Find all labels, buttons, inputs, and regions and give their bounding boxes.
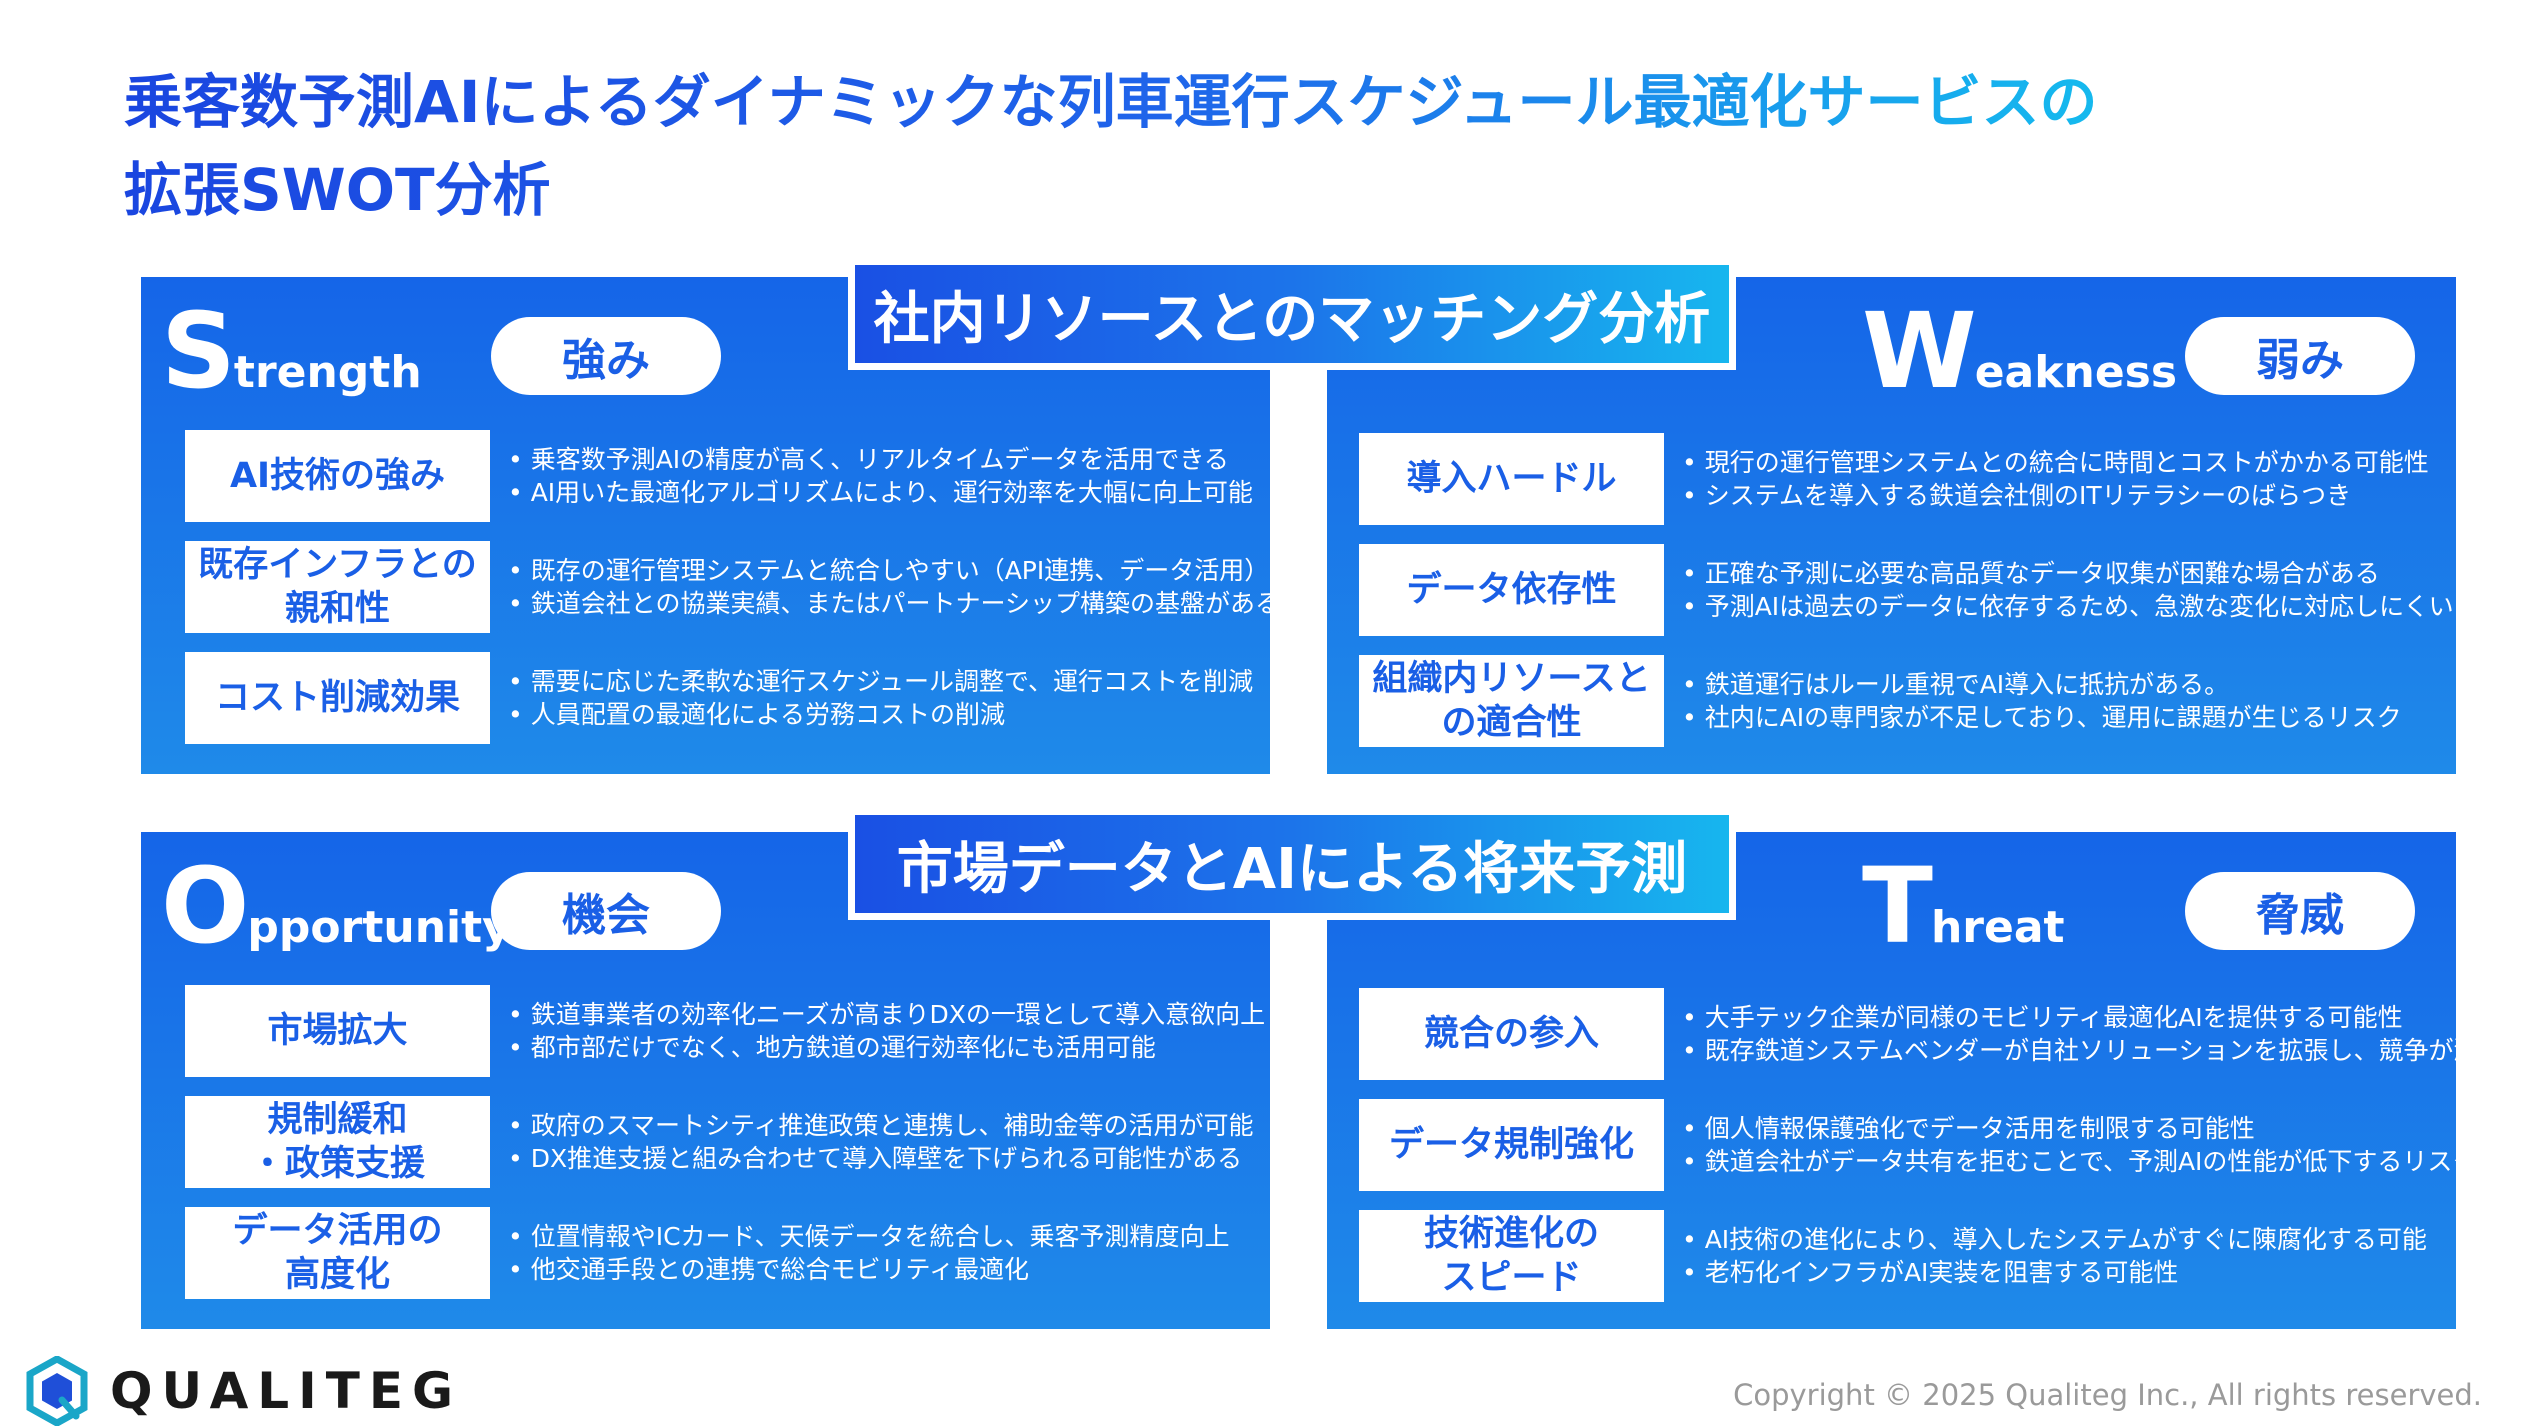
opportunity-row: 市場拡大 鉄道事業者の効率化ニーズが高まりDXの一環として導入意欲向上 都市部だ… [185, 985, 1265, 1077]
threat-items: 競合の参入 大手テック企業が同様のモビリティ最適化AIを提供する可能性 既存鉄道… [1359, 988, 2503, 1321]
page-title: 乗客数予測AIによるダイナミックな列車運行スケジュール最適化サービスの 拡張SW… [124, 58, 2424, 234]
bullet-text: 既存の運行管理システムと統合しやすい（API連携、データ活用） [508, 554, 1280, 587]
bullet-text: 政府のスマートシティ推進政策と連携し、補助金等の活用が可能 [508, 1109, 1254, 1142]
bullet-text: AI技術の進化により、導入したシステムがすぐに陳腐化する可能 [1682, 1223, 2427, 1256]
threat-label: 競合の参入 [1359, 988, 1664, 1080]
strength-row: AI技術の強み 乗客数予測AIの精度が高く、リアルタイムデータを活用できる AI… [185, 430, 1255, 522]
threat-bullets: 大手テック企業が同様のモビリティ最適化AIを提供する可能性 既存鉄道システムベン… [1682, 1001, 2504, 1067]
opportunity-pill: 機会 [491, 872, 721, 950]
weakness-label: 組織内リソースと の適合性 [1359, 655, 1664, 747]
opportunity-bullets: 政府のスマートシティ推進政策と連携し、補助金等の活用が可能 DX推進支援と組み合… [508, 1109, 1254, 1175]
bullet-text: 鉄道事業者の効率化ニーズが高まりDXの一環として導入意欲向上 [508, 998, 1265, 1031]
bullet-text: 都市部だけでなく、地方鉄道の運行効率化にも活用可能 [508, 1031, 1265, 1064]
opportunity-panel: Opportunity 機会 市場拡大 鉄道事業者の効率化ニーズが高まりDXの一… [141, 832, 1270, 1329]
strength-bullets: 乗客数予測AIの精度が高く、リアルタイムデータを活用できる AI用いた最適化アル… [508, 443, 1253, 509]
threat-bullets: AI技術の進化により、導入したシステムがすぐに陳腐化する可能 老朽化インフラがA… [1682, 1223, 2427, 1289]
bullet-text: 正確な予測に必要な高品質なデータ収集が困難な場合がある [1682, 557, 2454, 590]
company-logo: QUALITEG [26, 1356, 462, 1426]
bullet-text: 位置情報やICカード、天候データを統合し、乗客予測精度向上 [508, 1220, 1230, 1253]
strength-pill: 強み [491, 317, 721, 395]
strength-row: コスト削減効果 需要に応じた柔軟な運行スケジュール調整で、運行コストを削減 人員… [185, 652, 1255, 744]
bullet-text: システムを導入する鉄道会社側のITリテラシーのばらつき [1682, 479, 2429, 512]
threat-bullets: 個人情報保護強化でデータ活用を制限する可能性 鉄道会社がデータ共有を拒むことで、… [1682, 1112, 2478, 1178]
strength-heading: Strength [161, 290, 422, 412]
opportunity-label: 規制緩和 ・政策支援 [185, 1096, 490, 1188]
bullet-text: 需要に応じた柔軟な運行スケジュール調整で、運行コストを削減 [508, 665, 1253, 698]
bullet-text: 社内にAIの専門家が不足しており、運用に課題が生じるリスク [1682, 701, 2402, 734]
strength-label: 既存インフラとの 親和性 [185, 541, 490, 633]
opportunity-row: データ活用の 高度化 位置情報やICカード、天候データを統合し、乗客予測精度向上… [185, 1207, 1255, 1299]
opportunity-label: 市場拡大 [185, 985, 490, 1077]
weakness-bullets: 現行の運行管理システムとの統合に時間とコストがかかる可能性 システムを導入する鉄… [1682, 446, 2429, 512]
threat-label: 技術進化の スピード [1359, 1210, 1664, 1302]
bullet-text: 大手テック企業が同様のモビリティ最適化AIを提供する可能性 [1682, 1001, 2503, 1034]
strength-bullets: 需要に応じた柔軟な運行スケジュール調整で、運行コストを削減 人員配置の最適化によ… [508, 665, 1253, 731]
weakness-label: 導入ハードル [1359, 433, 1664, 525]
strength-label: コスト削減効果 [185, 652, 490, 744]
internal-analysis-banner: 社内リソースとのマッチング分析 [848, 258, 1736, 370]
bullet-text: 鉄道会社がデータ共有を拒むことで、予測AIの性能が低下するリスク [1682, 1145, 2478, 1178]
bullet-text: 乗客数予測AIの精度が高く、リアルタイムデータを活用できる [508, 443, 1253, 476]
bullet-text: 個人情報保護強化でデータ活用を制限する可能性 [1682, 1112, 2477, 1145]
bullet-text: 既存鉄道システムベンダーが自社ソリューションを拡張し、競争が激化 [1682, 1034, 2504, 1067]
opportunity-bullets: 位置情報やICカード、天候データを統合し、乗客予測精度向上 他交通手段との連携で… [508, 1220, 1230, 1286]
strength-bullets: 既存の運行管理システムと統合しやすい（API連携、データ活用） 鉄道会社との協業… [508, 554, 1280, 620]
weakness-row: データ依存性 正確な予測に必要な高品質なデータ収集が困難な場合がある 予測AIは… [1359, 544, 2454, 636]
threat-heading: Threat [1862, 845, 2065, 967]
bullet-text: 鉄道会社との協業実績、またはパートナーシップ構築の基盤がある [508, 587, 1280, 620]
strength-items: AI技術の強み 乗客数予測AIの精度が高く、リアルタイムデータを活用できる AI… [185, 430, 1280, 763]
strength-row: 既存インフラとの 親和性 既存の運行管理システムと統合しやすい（API連携、デー… [185, 541, 1280, 633]
bullet-text: 他交通手段との連携で総合モビリティ最適化 [508, 1253, 1230, 1286]
title-line-1: 乗客数予測AIによるダイナミックな列車運行スケジュール最適化サービスの [124, 68, 2098, 136]
threat-row: データ規制強化 個人情報保護強化でデータ活用を制限する可能性 鉄道会社がデータ共… [1359, 1099, 2477, 1191]
weakness-row: 導入ハードル 現行の運行管理システムとの統合に時間とコストがかかる可能性 システ… [1359, 433, 2429, 525]
bullet-text: DX推進支援と組み合わせて導入障壁を下げられる可能性がある [508, 1142, 1253, 1175]
copyright-text: Copyright © 2025 Qualiteg Inc., All righ… [1733, 1378, 2482, 1412]
weakness-bullets: 正確な予測に必要な高品質なデータ収集が困難な場合がある 予測AIは過去のデータに… [1682, 557, 2454, 623]
weakness-heading: Weakness [1862, 290, 2178, 412]
internal-analysis-banner-text: 社内リソースとのマッチング分析 [855, 265, 1729, 363]
bullet-text: 人員配置の最適化による労務コストの削減 [508, 698, 1253, 731]
opportunity-row: 規制緩和 ・政策支援 政府のスマートシティ推進政策と連携し、補助金等の活用が可能… [185, 1096, 1255, 1188]
opportunity-bullets: 鉄道事業者の効率化ニーズが高まりDXの一環として導入意欲向上 都市部だけでなく、… [508, 998, 1265, 1064]
weakness-pill: 弱み [2185, 317, 2415, 395]
opportunity-label: データ活用の 高度化 [185, 1207, 490, 1299]
bullet-text: 老朽化インフラがAI実装を阻害する可能性 [1682, 1256, 2427, 1289]
weakness-items: 導入ハードル 現行の運行管理システムとの統合に時間とコストがかかる可能性 システ… [1359, 433, 2454, 766]
weakness-bullets: 鉄道運行はルール重視でAI導入に抵抗がある。 社内にAIの専門家が不足しており、… [1682, 668, 2402, 734]
external-forecast-banner: 市場データとAIによる将来予測 [848, 808, 1736, 920]
threat-row: 技術進化の スピード AI技術の進化により、導入したシステムがすぐに陳腐化する可… [1359, 1210, 2429, 1302]
threat-pill: 脅威 [2185, 872, 2415, 950]
logo-wordmark: QUALITEG [110, 1362, 463, 1420]
opportunity-heading: Opportunity [161, 845, 511, 967]
weakness-label: データ依存性 [1359, 544, 1664, 636]
title-line-2: 拡張SWOT分析 [124, 156, 551, 224]
bullet-text: AI用いた最適化アルゴリズムにより、運行効率を大幅に向上可能 [508, 476, 1253, 509]
weakness-row: 組織内リソースと の適合性 鉄道運行はルール重視でAI導入に抵抗がある。 社内に… [1359, 655, 2429, 747]
threat-row: 競合の参入 大手テック企業が同様のモビリティ最適化AIを提供する可能性 既存鉄道… [1359, 988, 2503, 1080]
opportunity-items: 市場拡大 鉄道事業者の効率化ニーズが高まりDXの一環として導入意欲向上 都市部だ… [185, 985, 1265, 1318]
external-forecast-banner-text: 市場データとAIによる将来予測 [855, 815, 1729, 913]
threat-label: データ規制強化 [1359, 1099, 1664, 1191]
qualiteg-logo-icon [26, 1356, 88, 1426]
bullet-text: 現行の運行管理システムとの統合に時間とコストがかかる可能性 [1682, 446, 2429, 479]
bullet-text: 予測AIは過去のデータに依存するため、急激な変化に対応しにくい [1682, 590, 2454, 623]
bullet-text: 鉄道運行はルール重視でAI導入に抵抗がある。 [1682, 668, 2402, 701]
strength-label: AI技術の強み [185, 430, 490, 522]
